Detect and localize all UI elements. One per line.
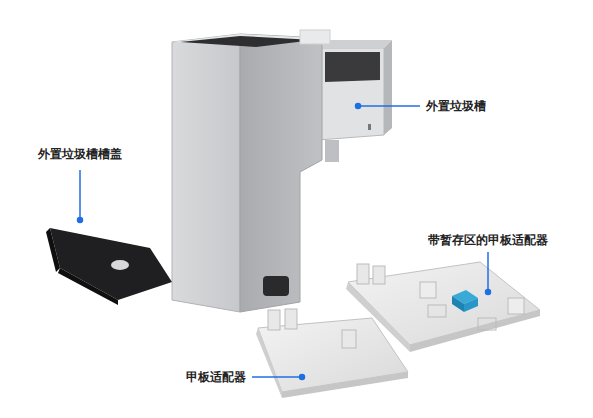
part-label: 外置垃圾槽槽盖 [38,146,122,162]
part-label: 外置垃圾槽 [426,98,486,114]
deck-adapter [256,309,408,398]
trash-bin [318,40,392,162]
part-label: 甲板适配器 [186,369,246,385]
part-label: 带暂存区的甲板适配器 [428,232,548,248]
main-tower [172,30,330,312]
trash-bin-cover [46,228,172,305]
